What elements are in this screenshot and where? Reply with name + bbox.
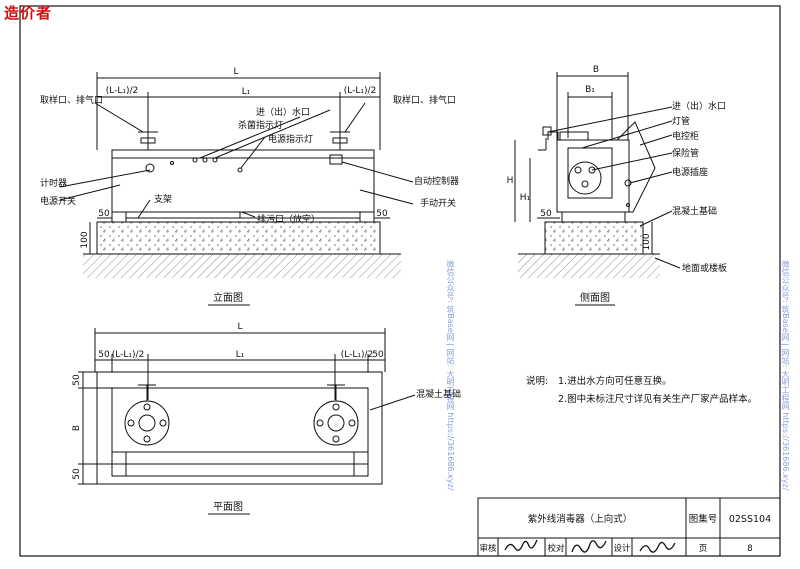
- plan-dim-v-50-bottom: 50: [72, 468, 82, 480]
- side-note-right: 微信公众号: 筑Base网 | 网站: 大明工程网 https://361686…: [781, 260, 790, 491]
- side-label-protect-tube: 保险管: [672, 147, 699, 159]
- designer-signature: [639, 541, 676, 553]
- plan-dim-50-left: 50: [98, 350, 110, 360]
- plan-dim-v-B: B: [72, 425, 82, 431]
- front-label-sample-left: 取样口、排气口: [40, 94, 103, 106]
- title-block-atlas-no: 02SS104: [729, 514, 771, 525]
- side-note-left: 微信公众号: 筑Base网 | 网站: 大明工程网 https://361686…: [446, 260, 455, 491]
- plan-dim-L1: L₁: [236, 350, 245, 360]
- front-dim-half-right: (L-L₁)/2: [344, 86, 377, 96]
- plan-dim-half-left: (L-L₁)/2: [112, 350, 145, 360]
- front-label-support: 支架: [154, 193, 172, 205]
- sheet-border: [19, 5, 781, 557]
- front-view-caption: 立面图: [213, 291, 243, 304]
- side-dim-100: 100: [642, 233, 652, 250]
- watermark-logo: 造价者: [4, 4, 53, 22]
- reviewer-signature: [504, 539, 538, 551]
- front-label-manual-switch: 手动开关: [420, 197, 456, 209]
- front-dim-50-left: 50: [98, 209, 110, 219]
- front-label-germicidal-lamp: 杀菌指示灯: [238, 119, 283, 131]
- title-block: [477, 497, 781, 557]
- front-dim-L: L: [233, 67, 238, 77]
- title-block-page-label: 页: [699, 544, 708, 554]
- side-label-floor: 地面或楼板: [682, 262, 727, 274]
- front-view: [59, 72, 414, 278]
- front-label-power-lamp: 电源指示灯: [268, 133, 313, 145]
- signatures: [504, 539, 676, 553]
- plan-label-concrete: 混凝土基础: [416, 388, 461, 400]
- plan-dim-half-right: (L-L₁)/2: [341, 350, 374, 360]
- plan-dim-L: L: [237, 322, 242, 332]
- side-view-caption: 侧面图: [580, 291, 610, 304]
- side-label-inlet: 进（出）水口: [672, 100, 726, 112]
- title-block-check-label: 校对: [547, 543, 565, 554]
- title-block-title: 紫外线消毒器（上向式）: [528, 513, 633, 525]
- side-label-socket: 电源插座: [672, 166, 708, 178]
- front-label-drain: 排污口（放空）: [257, 213, 320, 225]
- notes-item-1: 1.进出水方向可任意互换。: [558, 375, 672, 387]
- front-dim-L1: L₁: [242, 87, 251, 97]
- plan-dim-50-right: 50: [372, 350, 384, 360]
- notes-item-2: 2.图中未标注尺寸详见有关生产厂家产品样本。: [558, 393, 757, 405]
- side-dim-H1: H₁: [520, 193, 531, 203]
- title-block-design-label: 设计: [613, 543, 631, 554]
- front-label-power-switch: 电源开关: [40, 195, 76, 207]
- front-label-auto-control: 自动控制器: [414, 175, 459, 187]
- front-label-timer: 计时器: [40, 177, 67, 189]
- side-dim-B1: B₁: [585, 85, 595, 95]
- side-dim-50: 50: [540, 209, 552, 219]
- plan-dim-v-50-top: 50: [72, 374, 82, 386]
- front-label-inlet: 进（出）水口: [256, 106, 310, 118]
- side-label-cabinet: 电控柜: [672, 130, 699, 142]
- title-block-page-no: 8: [747, 544, 752, 554]
- side-label-lamp: 灯管: [672, 115, 690, 127]
- plan-view: [78, 328, 416, 485]
- plan-view-caption: 平面图: [213, 501, 243, 513]
- title-block-atlas-label: 图集号: [689, 513, 718, 525]
- side-label-concrete: 混凝土基础: [672, 205, 717, 217]
- title-block-review-label: 审核: [479, 543, 497, 554]
- front-dim-100: 100: [80, 231, 90, 248]
- front-label-sample-right: 取样口、排气口: [393, 94, 456, 106]
- checker-signature: [571, 540, 607, 553]
- front-dim-50-right: 50: [376, 209, 388, 219]
- side-view: [514, 72, 681, 278]
- front-dim-half-left: (L-L₁)/2: [106, 86, 139, 96]
- notes-title: 说明:: [526, 375, 548, 387]
- side-dim-B: B: [593, 65, 599, 75]
- side-dim-H: H: [507, 176, 514, 186]
